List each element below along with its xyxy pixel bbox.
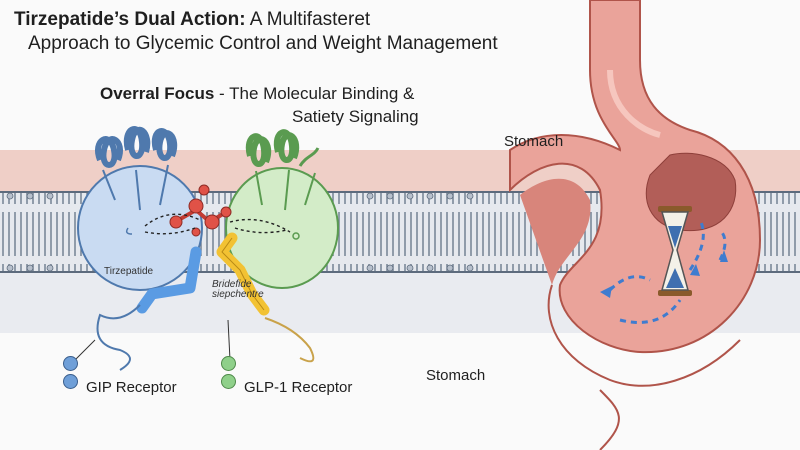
gip-dots-icon xyxy=(60,356,80,404)
glp1-dots-icon xyxy=(218,356,238,404)
legend-gip: GIP Receptor xyxy=(60,356,177,404)
gip-receptor xyxy=(77,126,203,291)
hourglass-icon xyxy=(658,206,692,296)
binding-site-label: Bridefide siepchentre xyxy=(212,279,264,300)
title-line1: Tirzepatide’s Dual Action: A Multifaster… xyxy=(14,8,498,32)
legend-gip-label: GIP Receptor xyxy=(86,378,177,396)
subtitle-line1: Overral Focus - The Molecular Binding & xyxy=(100,82,419,105)
tirzepatide-molecule xyxy=(136,184,291,316)
title-bold: Tirzepatide’s Dual Action: xyxy=(14,9,246,30)
subtitle-block: Overral Focus - The Molecular Binding & … xyxy=(100,82,419,128)
subtitle-rest: - The Molecular Binding & xyxy=(214,84,415,103)
subtitle-line2: Satiety Signaling xyxy=(292,107,419,126)
legend-glp1-label: GLP-1 Receptor xyxy=(244,378,353,396)
legend-pointer-glp1 xyxy=(227,319,231,361)
stomach-illustration xyxy=(509,0,762,450)
title-block: Tirzepatide’s Dual Action: A Multifaster… xyxy=(14,8,498,56)
title-line2: Approach to Glycemic Control and Weight … xyxy=(28,33,498,54)
legend-pointer-gip xyxy=(74,339,96,361)
glp1-receptor xyxy=(225,129,339,289)
title-rest: A Multifasteret xyxy=(245,9,371,30)
gip-receptor-tail xyxy=(96,304,141,371)
legend-glp1: GLP-1 Receptor xyxy=(218,356,353,404)
stomach-label-top: Stomach xyxy=(504,133,564,150)
stomach-label-bottom: Stomach xyxy=(426,367,486,384)
subtitle-bold: Overral Focus xyxy=(100,84,215,103)
drug-label: Tirzepatide xyxy=(104,266,154,277)
glp1-receptor-tail xyxy=(264,317,315,363)
